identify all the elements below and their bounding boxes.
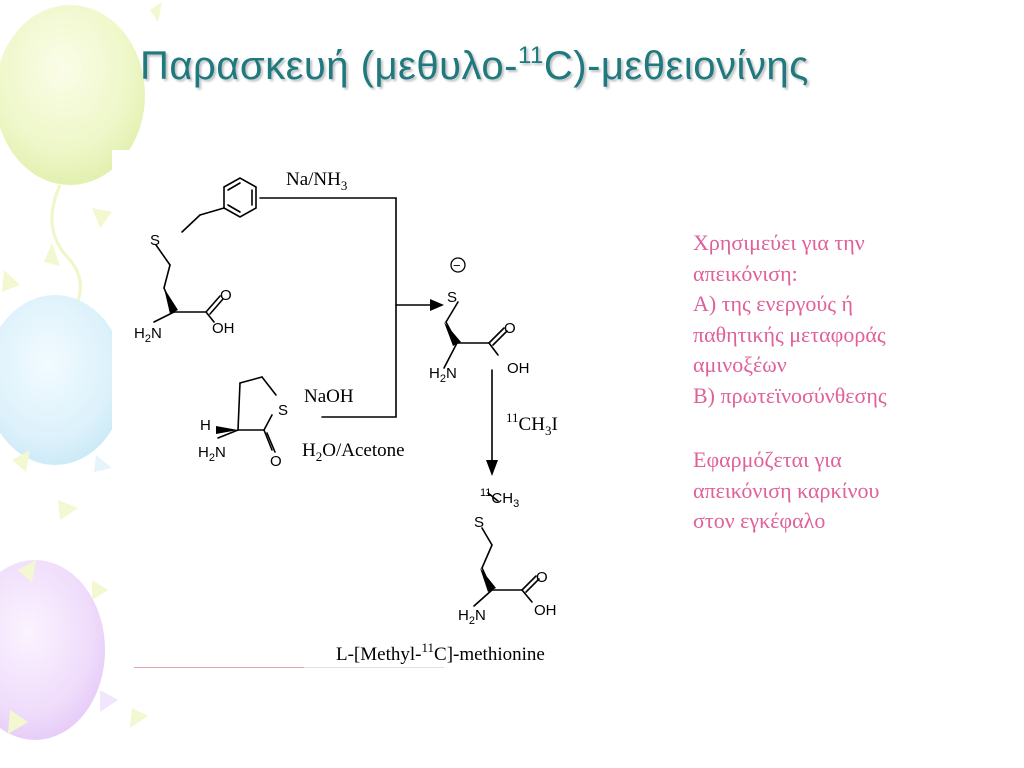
reagent-11ch3i: 11CH3I xyxy=(506,410,558,438)
atom-s: S xyxy=(278,402,288,419)
note-line: απεικόνιση καρκίνου xyxy=(693,477,880,503)
atom-o: O xyxy=(504,320,516,337)
reagent-h2o-acetone: H2O/Acetone xyxy=(302,440,405,464)
s-benzyl-homocysteine xyxy=(153,177,257,323)
notes-text: Χρησιμεύει για την απεικόνιση: Α) της εν… xyxy=(693,228,993,537)
atom-oh: OH xyxy=(212,320,235,337)
atom-s: S xyxy=(474,514,484,531)
scheme-underline xyxy=(134,667,304,668)
note-spacer xyxy=(693,411,993,445)
atom-oh: OH xyxy=(534,602,557,619)
blue-balloon xyxy=(0,295,125,465)
reaction-scheme: Na/NH3 NaOH H2O/Acetone 11CH3I S O OH H2… xyxy=(112,150,607,670)
note-line: απεικόνιση: xyxy=(693,260,798,286)
atom-o: O xyxy=(536,569,548,586)
note-line: αμινοξέων xyxy=(693,352,787,377)
homocysteine-thiolactone xyxy=(217,376,277,453)
atom-h: H xyxy=(200,417,211,434)
scheme-underline xyxy=(304,667,444,668)
purple-balloon xyxy=(0,560,105,740)
atom-s: S xyxy=(447,289,457,306)
atom-o: O xyxy=(270,453,282,470)
arrow-head xyxy=(486,460,498,476)
atom-h2n: H2N xyxy=(458,607,486,627)
reagent-na-nh3: Na/NH3 xyxy=(286,169,347,193)
atom-h2n: H2N xyxy=(198,444,226,464)
product-caption: L-[Methyl-11C]-methionine xyxy=(336,640,545,665)
atom-h2n: H2N xyxy=(429,365,457,385)
stereo-wedge xyxy=(444,322,461,346)
reaction-scheme-svg: Na/NH3 NaOH H2O/Acetone 11CH3I S O OH H2… xyxy=(134,169,558,665)
atom-o: O xyxy=(220,287,232,304)
stereo-wedge xyxy=(164,288,178,314)
atom-oh: OH xyxy=(507,360,530,377)
note-line: Εφαρμόζεται για xyxy=(693,447,842,472)
product-methyl-group: 11CH3 xyxy=(480,487,519,510)
note-line: Β) πρωτεϊνοσύνθεσης xyxy=(693,382,887,408)
note-line: Χρησιμεύει για την xyxy=(693,230,865,255)
atom-s: S xyxy=(150,232,160,249)
arrow-head xyxy=(430,299,444,311)
slide-title: Παρασκευή (μεθυλο-11C)-μεθειονίνης xyxy=(140,42,809,88)
charge-minus: − xyxy=(453,258,461,273)
atom-h2n: H2N xyxy=(134,325,162,345)
stereo-wedge xyxy=(216,426,238,434)
stereo-wedge xyxy=(480,568,496,592)
reagent-naoh: NaOH xyxy=(304,386,354,407)
confetti-purple xyxy=(100,690,118,712)
methyl-methionine-product xyxy=(473,492,540,607)
negative-charge xyxy=(450,257,466,273)
note-line: Α) της ενεργούς ή xyxy=(693,291,854,316)
note-line: παθητικής μεταφοράς xyxy=(693,321,886,347)
confetti xyxy=(2,2,168,734)
reaction-arrows xyxy=(259,197,493,469)
note-line: στον εγκέφαλο xyxy=(693,508,826,533)
